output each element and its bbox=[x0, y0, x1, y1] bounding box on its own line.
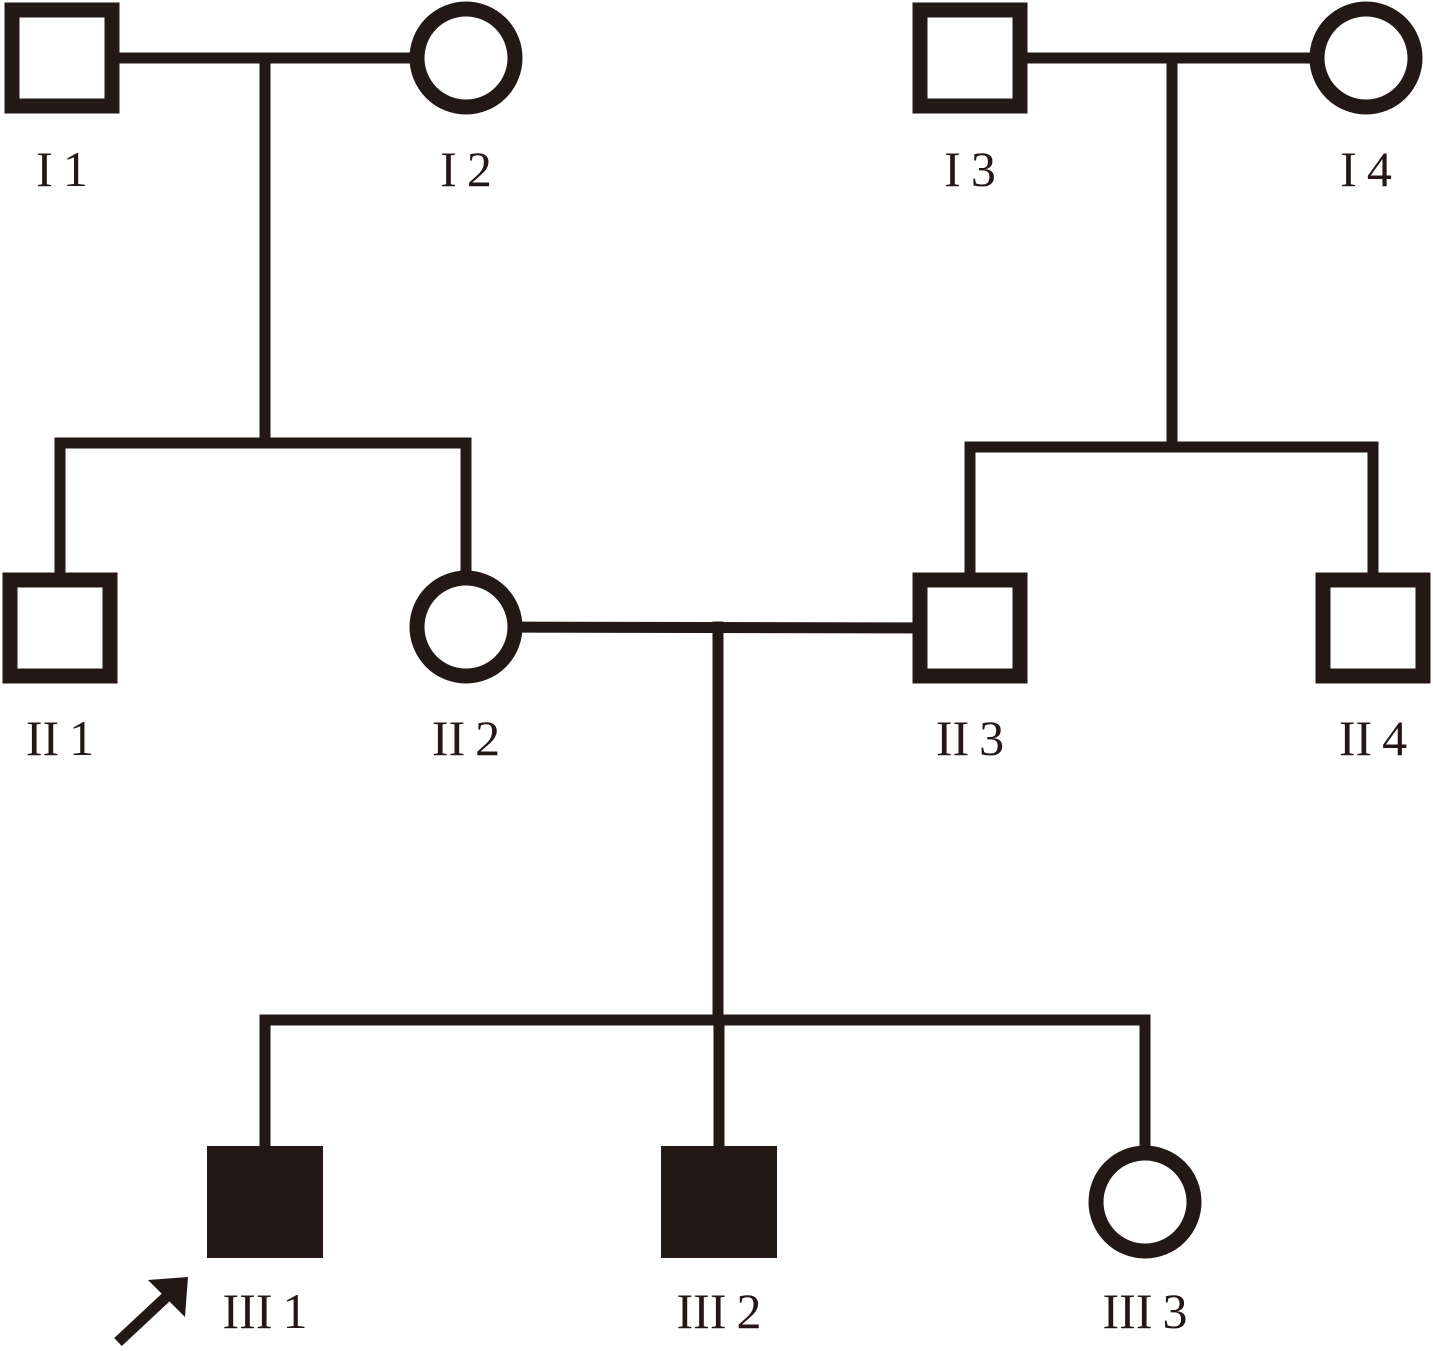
female-circle-II2 bbox=[409, 570, 523, 684]
affected-male-square-III2 bbox=[661, 1146, 777, 1258]
male-square-II4 bbox=[1315, 572, 1431, 684]
individual-label-III3: III 3 bbox=[1103, 1283, 1188, 1339]
pedigree-lines bbox=[54, 52, 1379, 1153]
pedigree-symbols bbox=[2, 1, 1431, 1259]
individual-label-I1: I 1 bbox=[36, 141, 88, 197]
female-circle-I2 bbox=[409, 1, 523, 115]
individual-label-III2: III 2 bbox=[677, 1283, 762, 1339]
proband-arrow-head bbox=[148, 1277, 188, 1317]
individual-label-I4: I 4 bbox=[1340, 141, 1392, 197]
individual-label-I2: I 2 bbox=[440, 141, 492, 197]
individual-label-II2: II 2 bbox=[432, 710, 500, 766]
proband-arrow-icon bbox=[114, 1277, 188, 1347]
male-square-II1 bbox=[2, 572, 118, 684]
female-circle-III3 bbox=[1088, 1145, 1202, 1259]
male-square-II3 bbox=[912, 572, 1028, 684]
individual-label-III1: III 1 bbox=[223, 1283, 308, 1339]
female-circle-I4 bbox=[1309, 1, 1423, 115]
pedigree-labels: I 1 I 2 I 3 I 4 II 1 II 2 II 3 II 4 III 1 III 2 II… bbox=[26, 141, 1407, 1339]
individual-label-II3: II 3 bbox=[936, 710, 1004, 766]
individual-label-I3: I 3 bbox=[944, 141, 996, 197]
affected-male-square-III1 bbox=[207, 1146, 323, 1258]
individual-label-II4: II 4 bbox=[1339, 710, 1407, 766]
male-square-I3 bbox=[912, 2, 1028, 114]
individual-label-II1: II 1 bbox=[26, 710, 94, 766]
male-square-I1 bbox=[4, 2, 120, 114]
